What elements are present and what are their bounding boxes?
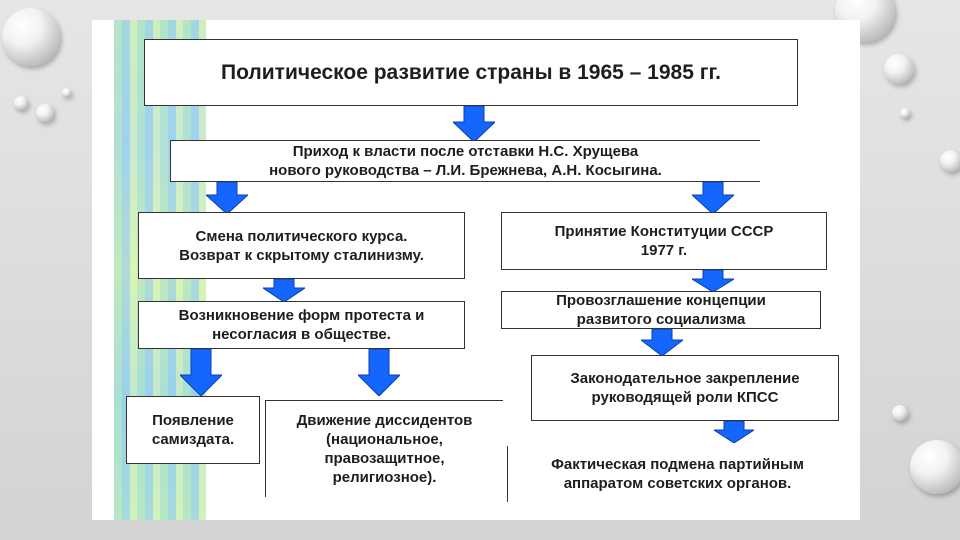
node-course-change-text: Смена политического курса. Возврат к скр…	[179, 227, 424, 264]
water-drop	[940, 150, 960, 172]
node-protest-forms-text: Возникновение форм протеста и несогласия…	[178, 307, 425, 343]
node-protest-forms: Возникновение форм протеста и несогласия…	[138, 301, 465, 349]
arrow-down-icon	[641, 329, 683, 356]
water-drop	[2, 8, 60, 66]
arrow-down-icon	[692, 270, 734, 292]
arrow-down-icon	[453, 106, 495, 142]
node-rise-to-power: Приход к власти после отставки Н.С. Хрущ…	[170, 140, 760, 182]
arrow-down-icon	[263, 279, 305, 302]
node-substitution: Фактическая подмена партийным аппаратом …	[507, 446, 847, 502]
node-dissidents-text: Движение диссидентов (национальное, прав…	[296, 412, 473, 486]
node-constitution-text: Принятие Конституции СССР 1977 г.	[554, 223, 774, 259]
node-dissidents: Движение диссидентов (национальное, прав…	[265, 400, 503, 497]
diagram-title: Политическое развитие страны в 1965 – 19…	[144, 39, 798, 106]
node-samizdat: Появление самиздата.	[126, 396, 260, 464]
diagram-title-text: Политическое развитие страны в 1965 – 19…	[221, 61, 721, 84]
water-drop	[62, 88, 71, 97]
water-drop	[884, 54, 914, 84]
node-rise-to-power-text: Приход к власти после отставки Н.С. Хрущ…	[269, 143, 662, 179]
arrow-down-icon	[358, 349, 400, 396]
node-cpsu-role: Законодательное закрепление руководящей …	[531, 355, 839, 421]
arrow-down-icon	[714, 421, 754, 443]
node-substitution-text: Фактическая подмена партийным аппаратом …	[551, 456, 804, 492]
node-developed-socialism-text: Провозглашение концепции развитого социа…	[556, 292, 766, 328]
water-drop	[14, 96, 28, 110]
node-constitution: Принятие Конституции СССР 1977 г.	[501, 212, 827, 270]
water-drop	[36, 104, 54, 122]
node-course-change: Смена политического курса. Возврат к скр…	[138, 212, 465, 279]
arrow-down-icon	[206, 182, 248, 214]
node-developed-socialism: Провозглашение концепции развитого социа…	[501, 291, 821, 329]
water-drop	[892, 405, 908, 421]
water-drop	[900, 108, 910, 118]
arrow-down-icon	[180, 349, 222, 396]
node-samizdat-text: Появление самиздата.	[151, 412, 235, 448]
arrow-down-icon	[692, 182, 734, 214]
node-cpsu-role-text: Законодательное закрепление руководящей …	[570, 370, 800, 406]
water-drop	[910, 440, 960, 494]
